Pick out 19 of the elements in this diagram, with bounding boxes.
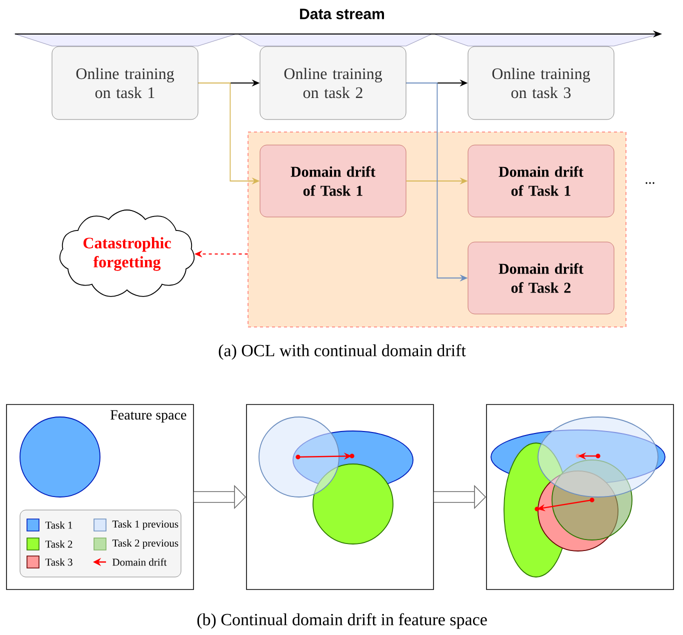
process-box: Online training on task 2 [260,46,406,120]
panel-frame [246,404,434,590]
ellipsis: ... [646,182,654,184]
stream-label: Data stream [300,8,384,20]
legend-label: Task 3 [45,558,72,566]
legend-label: Task 1 [45,521,72,529]
process-box: Online training on task 3 [468,46,614,120]
legend-label: Domain drift [112,558,167,566]
legend-label: Task 2 [45,540,72,548]
legend-label: Task 1 previous [112,520,178,530]
legend-label: Task 2 previous [112,539,178,549]
panel-frame [486,404,674,590]
drift-box: Domain drift of Task 1 [260,144,406,218]
drift-box: Domain drift of Task 1 [468,144,614,218]
subfigure-caption: (b) Continual domain drift in feature space [197,613,487,629]
panel-title: Feature space [110,410,186,422]
subfigure-caption: (a) OCL with continual domain drift [218,344,466,360]
process-box: Online training on task 1 [52,46,198,120]
drift-box: Domain drift of Task 2 [468,242,614,314]
